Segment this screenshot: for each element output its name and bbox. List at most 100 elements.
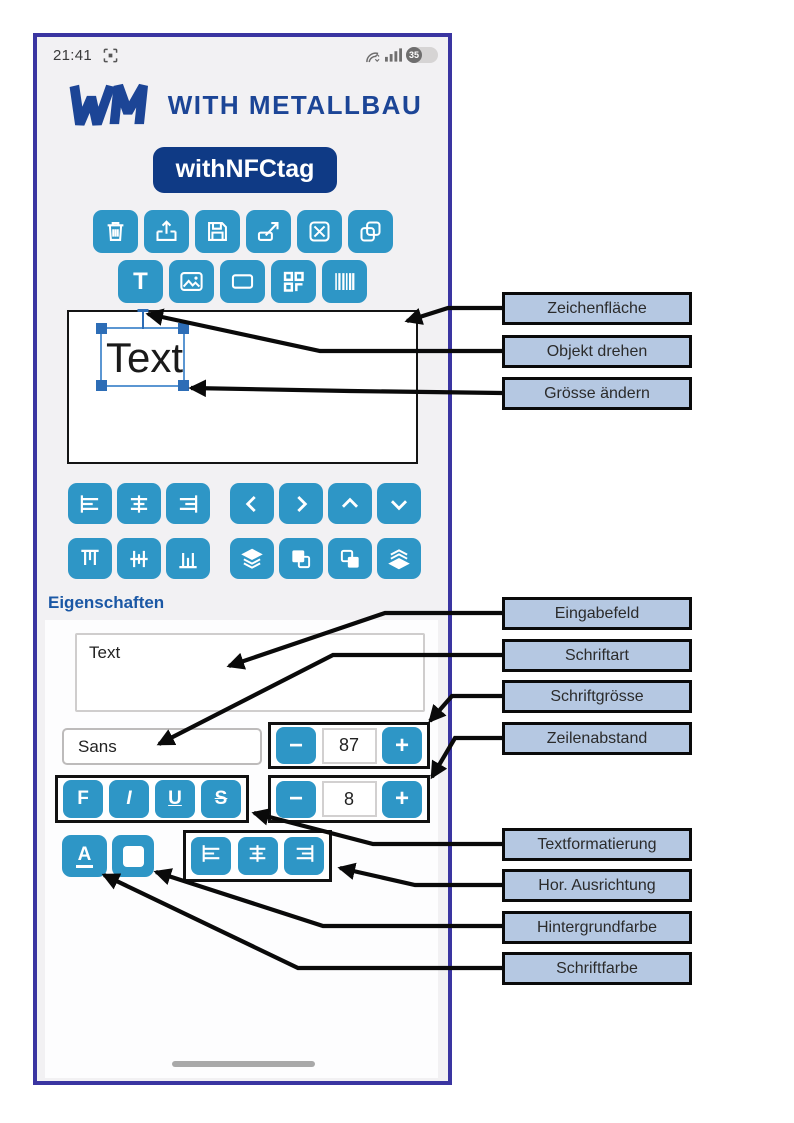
horizontal-alignment-group <box>183 830 332 882</box>
line-spacing-minus-button[interactable]: − <box>276 780 316 818</box>
status-icons: 35 <box>364 47 438 63</box>
bring-to-front-button[interactable] <box>279 538 323 579</box>
layers-up-icon <box>239 546 265 572</box>
move-left-button[interactable] <box>230 483 274 524</box>
bold-button[interactable]: F <box>63 780 103 818</box>
move-up-button[interactable] <box>328 483 372 524</box>
export-resize-icon <box>255 218 282 245</box>
align-left-button[interactable] <box>68 483 112 524</box>
duplicate-icon <box>357 218 384 245</box>
upload-icon <box>153 218 180 245</box>
rotation-stem <box>141 312 144 329</box>
align-middle-vertical-icon <box>126 546 152 572</box>
screen-record-icon <box>103 48 118 68</box>
text-align-right-button[interactable] <box>284 837 324 875</box>
callout-objekt-drehen: Objekt drehen <box>502 335 692 368</box>
callout-zeilenabstand: Zeilenabstand <box>502 722 692 755</box>
line-spacing-stepper: − + <box>268 775 430 823</box>
image-tool-button[interactable] <box>169 260 214 303</box>
shape-tool-button[interactable] <box>220 260 265 303</box>
trash-icon <box>102 218 129 245</box>
background-color-button[interactable] <box>112 835 154 877</box>
font-size-field[interactable] <box>321 727 377 764</box>
image-icon <box>178 268 205 295</box>
italic-button[interactable]: I <box>109 780 149 818</box>
drawing-canvas[interactable]: Text <box>67 309 418 464</box>
underline-button[interactable]: U <box>155 780 195 818</box>
callout-schriftart: Schriftart <box>502 639 692 672</box>
text-align-center-button[interactable] <box>237 837 278 875</box>
battery-percent: 35 <box>406 47 422 63</box>
resize-handle-top-right[interactable] <box>178 323 189 334</box>
export-button[interactable] <box>245 210 291 253</box>
chevron-up-icon <box>337 491 363 517</box>
text-align-left-button[interactable] <box>191 837 231 875</box>
align-right-icon <box>175 491 201 517</box>
clock: 21:41 <box>53 47 93 64</box>
align-left-icon <box>77 491 103 517</box>
font-size-minus-button[interactable]: − <box>276 727 316 764</box>
barcode-tool-button[interactable] <box>322 260 367 303</box>
font-color-button[interactable]: A <box>62 835 107 877</box>
font-family-field[interactable] <box>62 728 262 765</box>
callout-eingabefeld: Eingabefeld <box>502 597 692 630</box>
qrcode-tool-button[interactable] <box>271 260 316 303</box>
align-center-h-button[interactable] <box>117 483 161 524</box>
toolbar-row-1 <box>37 210 448 253</box>
save-button[interactable] <box>194 210 240 253</box>
resize-handle-bottom-left[interactable] <box>96 380 107 391</box>
callout-hor-ausrichtung: Hor. Ausrichtung <box>502 869 692 902</box>
move-right-button[interactable] <box>279 483 323 524</box>
callout-groesse-aendern: Grösse ändern <box>502 377 692 410</box>
wm-monogram-icon <box>69 83 148 126</box>
app-logo: WITH METALLBAU <box>37 83 448 127</box>
text-content-input[interactable]: Text <box>75 633 425 712</box>
resize-handle-bottom-right[interactable] <box>178 380 189 391</box>
align-bottom-button[interactable] <box>166 538 210 579</box>
strikethrough-button[interactable]: S <box>201 780 241 818</box>
barcode-icon <box>331 268 358 295</box>
mobile-data-icon <box>366 51 380 62</box>
bring-forward-button[interactable] <box>230 538 274 579</box>
callout-schriftfarbe: Schriftfarbe <box>502 952 692 985</box>
font-size-plus-button[interactable]: + <box>382 727 422 764</box>
clear-button[interactable] <box>296 210 342 253</box>
font-color-icon: A <box>75 844 94 868</box>
selected-text-object[interactable]: Text <box>96 309 189 391</box>
app-title-button[interactable]: withNFCtag <box>153 147 337 193</box>
chevron-down-icon <box>386 491 412 517</box>
brand-name: WITH METALLBAU <box>167 89 423 120</box>
object-align-group <box>68 483 210 524</box>
layer-order-group <box>230 538 421 579</box>
properties-heading: Eigenschaften <box>48 593 165 612</box>
send-backward-button[interactable] <box>377 538 421 579</box>
resize-handle-top-left[interactable] <box>96 323 107 334</box>
toolbar-row-2: T <box>37 260 448 303</box>
delete-button[interactable] <box>92 210 138 253</box>
align-bottom-icon <box>175 546 201 572</box>
align-top-icon <box>77 546 103 572</box>
status-bar: 21:41 35 <box>37 37 448 71</box>
text-tool-icon: T <box>133 267 148 295</box>
canvas-text[interactable]: Text <box>106 334 184 381</box>
align-right-button[interactable] <box>166 483 210 524</box>
align-middle-v-button[interactable] <box>117 538 161 579</box>
chevron-right-icon <box>288 491 314 517</box>
layers-down-icon <box>386 546 412 572</box>
text-tool-button[interactable]: T <box>118 260 163 303</box>
text-formatting-group: F I U S <box>55 775 249 823</box>
duplicate-button[interactable] <box>347 210 393 253</box>
align-right-icon <box>292 841 317 872</box>
home-indicator[interactable] <box>172 1061 315 1067</box>
line-spacing-plus-button[interactable]: + <box>382 780 422 818</box>
upload-button[interactable] <box>143 210 189 253</box>
align-top-button[interactable] <box>68 538 112 579</box>
move-down-button[interactable] <box>377 483 421 524</box>
line-spacing-field[interactable] <box>321 781 377 817</box>
align-center-icon <box>245 841 270 872</box>
align-left-icon <box>199 841 224 872</box>
rotate-handle[interactable] <box>137 309 148 312</box>
close-box-icon <box>306 218 333 245</box>
send-to-back-button[interactable] <box>328 538 372 579</box>
